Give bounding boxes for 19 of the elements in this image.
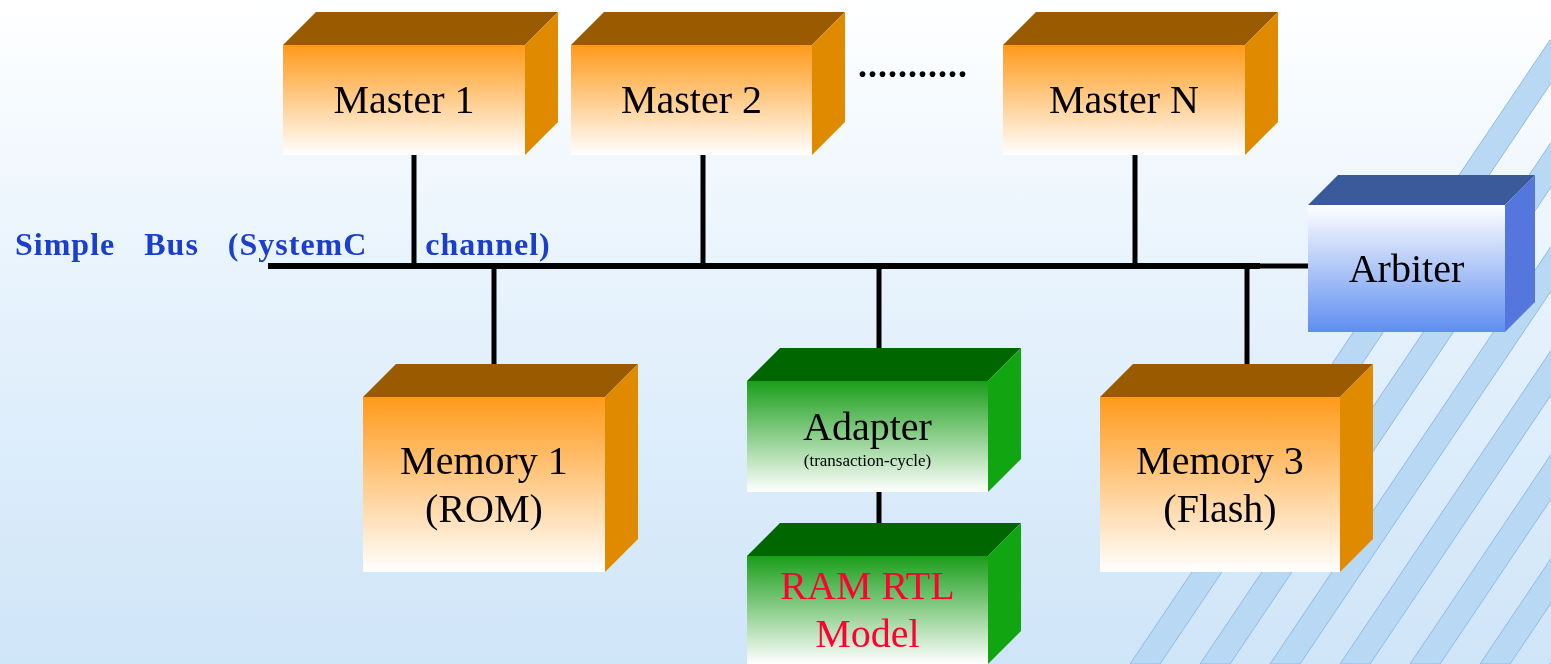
block-label: Memory 3 (Flash) [1135,436,1305,533]
connector-line [1260,263,1308,269]
block-label: RAM RTL Model [779,562,956,658]
connector-line [1244,269,1250,364]
connector-line [876,269,882,348]
ellipsis-dots: ........... [858,44,968,86]
block-label: Adapter [803,402,932,451]
block-label: Memory 1 (ROM) [399,436,569,533]
block-label: Arbiter [1348,244,1465,293]
block-label: Master 2 [620,76,763,124]
connector-line [491,269,497,364]
connector-line [1132,155,1138,263]
block-label: Master 1 [333,76,475,124]
connector-line [411,155,417,263]
block-label: Master N [1049,76,1199,124]
connector-line [700,155,706,263]
bus-label: Simple Bus (SystemC channel) [15,226,551,263]
block-sublabel: (transaction-cycle) [803,450,932,471]
connector-line [876,492,882,523]
